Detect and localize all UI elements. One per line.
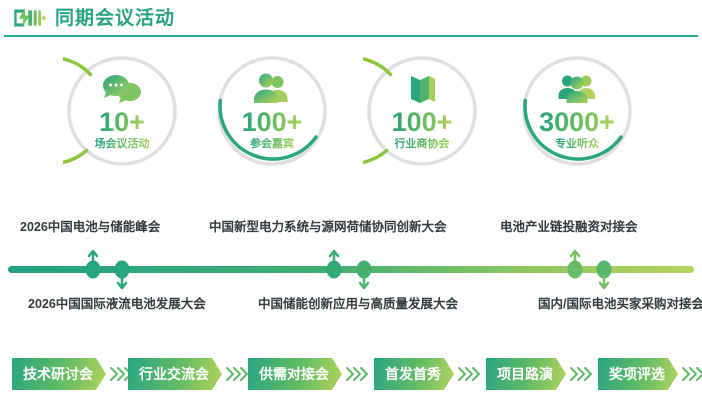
timeline-bottom-label-2: 国内/国际电池买家采购对接会 bbox=[538, 297, 702, 311]
stat-number: 10+ bbox=[99, 107, 145, 138]
conference-timeline: 2026中国电池与储能峰会 中国新型电力系统与源网荷储协同创新大会 电池产业链投… bbox=[0, 205, 702, 330]
stat-number: 100+ bbox=[241, 107, 303, 138]
stat-number: 100+ bbox=[391, 107, 453, 138]
stat-number: 3000+ bbox=[539, 107, 615, 138]
tag-label: 首发首秀 bbox=[374, 358, 454, 390]
chevron-double-right-icon bbox=[345, 365, 369, 383]
chevron-double-right-icon bbox=[225, 365, 249, 383]
chevron-double-right-icon bbox=[457, 365, 481, 383]
timeline-bottom-label-0: 2026中国国际液流电池发展大会 bbox=[28, 297, 206, 311]
chevron-double-right-icon bbox=[681, 365, 702, 383]
tag-label: 技术研讨会 bbox=[12, 358, 106, 390]
tag-3[interactable]: 首发首秀 bbox=[374, 358, 481, 390]
stat-label: 行业商协会 bbox=[394, 137, 450, 150]
tag-label: 奖项评选 bbox=[598, 358, 678, 390]
stat-label: 参会嘉宾 bbox=[250, 137, 294, 150]
stats-row: 10+ 场会议活动 100+ 参会嘉宾 bbox=[0, 52, 702, 170]
tag-label: 项目路演 bbox=[486, 358, 566, 390]
header-divider bbox=[4, 35, 698, 37]
battery-bolt-icon bbox=[12, 7, 46, 29]
tag-label: 供需对接会 bbox=[248, 358, 342, 390]
chat-bubbles-icon bbox=[103, 75, 141, 104]
folded-map-icon bbox=[411, 76, 435, 104]
timeline-top-label-0: 2026中国电池与储能峰会 bbox=[20, 220, 161, 234]
three-people-icon bbox=[558, 75, 595, 104]
progress-ring bbox=[63, 56, 177, 166]
tag-5[interactable]: 奖项评选 bbox=[598, 358, 702, 390]
stat-card-3: 3000+ 专业听众 bbox=[518, 52, 636, 170]
stat-card-0: 10+ 场会议活动 bbox=[63, 52, 181, 170]
chevron-double-right-icon bbox=[569, 365, 593, 383]
tag-label: 行业交流会 bbox=[128, 358, 222, 390]
progress-ring bbox=[217, 56, 327, 166]
timeline-top-label-1: 中国新型电力系统与源网荷储协同创新大会 bbox=[209, 220, 447, 234]
stat-label: 场会议活动 bbox=[94, 137, 150, 150]
tag-4[interactable]: 项目路演 bbox=[486, 358, 593, 390]
tag-0[interactable]: 技术研讨会 bbox=[12, 358, 133, 390]
tags-row: 技术研讨会 行业交流会 供需对接会 首发首秀 项 bbox=[0, 358, 702, 402]
timeline-bottom-label-1: 中国储能创新应用与高质量发展大会 bbox=[258, 297, 459, 311]
stat-card-1: 100+ 参会嘉宾 bbox=[213, 52, 331, 170]
tag-1[interactable]: 行业交流会 bbox=[128, 358, 249, 390]
stat-label: 专业听众 bbox=[555, 137, 599, 150]
page-header: 同期会议活动 bbox=[0, 0, 702, 36]
stat-card-2: 100+ 行业商协会 bbox=[363, 52, 481, 170]
page-title: 同期会议活动 bbox=[55, 7, 176, 29]
timeline-track bbox=[8, 249, 694, 290]
tag-2[interactable]: 供需对接会 bbox=[248, 358, 369, 390]
two-people-icon bbox=[254, 73, 288, 104]
timeline-top-label-2: 电池产业链投融资对接会 bbox=[500, 220, 638, 234]
progress-ring bbox=[522, 56, 632, 166]
progress-ring bbox=[363, 56, 477, 166]
